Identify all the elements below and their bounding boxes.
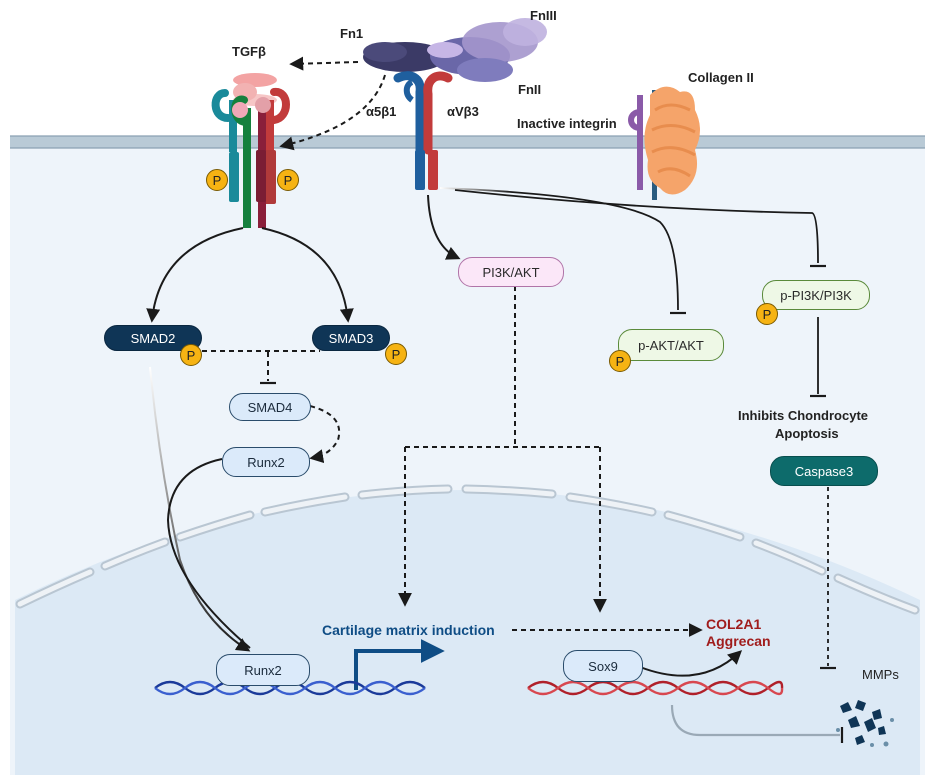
transcription-start-arrow — [354, 639, 445, 690]
smad4-to-runx2-arrow — [309, 405, 341, 464]
sox9-node: Sox9 — [563, 650, 643, 682]
avb3-label: αVβ3 — [447, 104, 479, 119]
smad4-node: SMAD4 — [229, 393, 311, 421]
integrin-to-pi3k-arrow — [427, 194, 461, 260]
p-pi3k-node: p-PI3K/PI3K — [762, 280, 870, 310]
p-akt-node: p-AKT/AKT — [618, 329, 724, 361]
tgfb-label: TGFβ — [232, 44, 266, 59]
a5b1-to-receptor-arrow — [279, 74, 386, 151]
fn1-to-tgfb-arrow — [289, 56, 359, 71]
p-pi3k-phospho: P — [756, 303, 778, 325]
caspase3-node: Caspase3 — [770, 456, 878, 486]
cartilage-matrix-label: Cartilage matrix induction — [322, 622, 495, 638]
smad3-node: SMAD3 — [312, 325, 390, 351]
tgfb-receptor — [211, 88, 290, 228]
mmps-label: MMPs — [862, 667, 899, 682]
pi3k-akt-node: PI3K/AKT — [458, 257, 564, 287]
fn1-label: Fn1 — [340, 26, 364, 41]
sox9-to-col2a1-arrow — [639, 650, 743, 677]
dna-red — [527, 680, 784, 696]
receptor-to-smad3-arrow — [261, 227, 354, 323]
smad2-phospho: P — [180, 344, 202, 366]
nucleus — [15, 490, 920, 775]
runx2-cytoplasm-node: Runx2 — [222, 447, 310, 477]
smad3-phospho: P — [385, 343, 407, 365]
inhibits-apoptosis-line1: Inhibits Chondrocyte — [738, 408, 868, 423]
integrin-receptor — [393, 71, 453, 190]
inactive-integrin-label: Inactive integrin — [517, 116, 617, 131]
p-akt-phospho: P — [609, 350, 631, 372]
collagen-ii-molecule — [644, 86, 700, 195]
runx2-translocation — [166, 458, 251, 649]
mmps-fragments — [836, 700, 894, 747]
runx2-nucleus-node: Runx2 — [216, 654, 310, 686]
receptor-to-smad2-arrow — [146, 227, 244, 323]
fibronectin-molecule — [363, 18, 547, 82]
receptor-phospho-left: P — [206, 169, 228, 191]
cell-membrane — [10, 136, 925, 148]
collagen2-label: Collagen II — [688, 70, 754, 85]
receptor-phospho-right: P — [277, 169, 299, 191]
a5b1-label: α5β1 — [366, 104, 397, 119]
aggrecan-label: Aggrecan — [706, 633, 771, 649]
fnii-label: FnII — [518, 82, 542, 97]
col2a1-label: COL2A1 — [706, 616, 762, 632]
fniii-label: FnIII — [530, 8, 557, 23]
inhibits-apoptosis-line2: Apoptosis — [775, 426, 839, 441]
